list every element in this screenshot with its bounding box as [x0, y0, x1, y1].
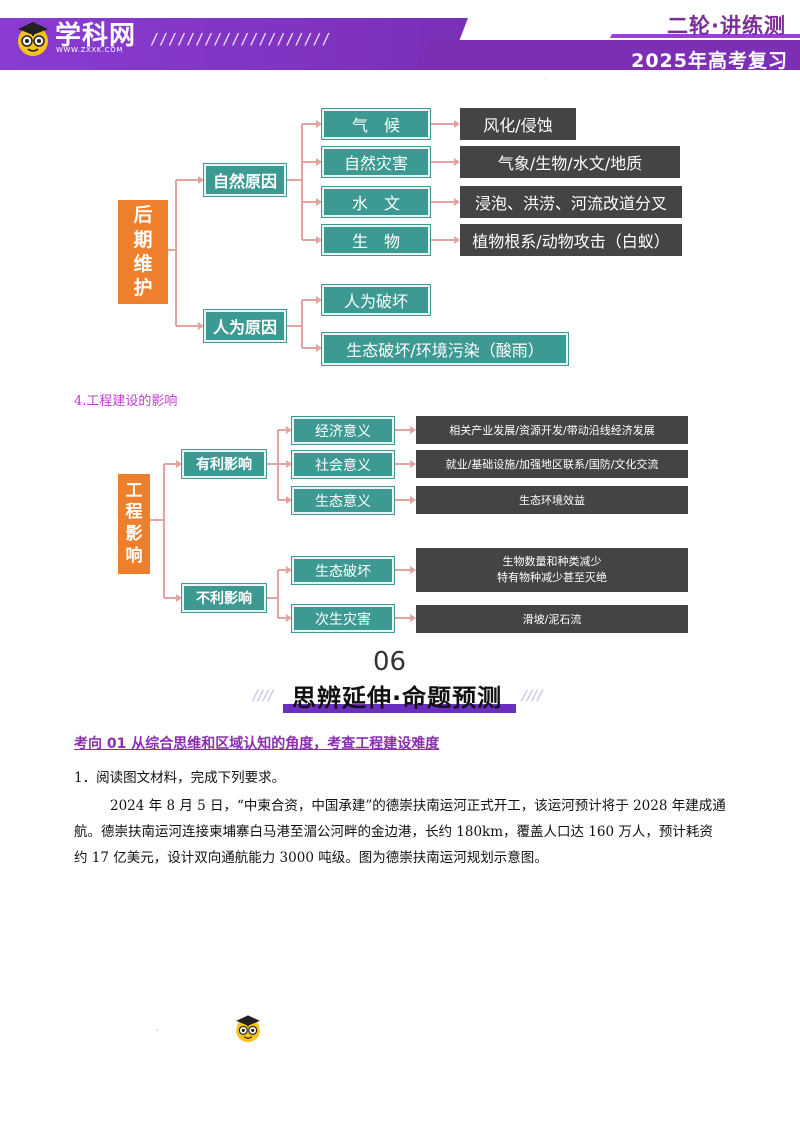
paragraph-line: 航。德崇扶南运河连接柬埔寨白马港至湄公河畔的金边港，长约 180km，覆盖人口达…: [74, 824, 713, 840]
header-title: 二轮·讲练测: [667, 14, 786, 38]
logo-url: WWW.ZXXK.COM: [56, 46, 124, 54]
branch-natural-causes: 自然原因: [204, 164, 286, 196]
root-maintenance: 后 期 维 护: [118, 200, 168, 304]
question-material: 2024 年 8 月 5 日，“中柬合资，中国承建”的德崇扶南运河正式开工，该运…: [74, 793, 734, 871]
banner-decoration-right: ////: [522, 688, 543, 704]
header-subtitle: 2025年高考复习: [631, 50, 788, 72]
detail-line: 特有物种减少甚至灭绝: [497, 571, 607, 584]
node-natural-disaster: 自然灾害: [322, 147, 430, 177]
section-number: 06: [373, 647, 407, 677]
detail-flooding: 浸泡、洪涝、河流改道分叉: [460, 186, 682, 218]
node-economic: 经济意义: [292, 417, 394, 444]
paragraph-line: 2024 年 8 月 5 日，“中柬合资，中国承建”的德崇扶南运河正式开工，该运…: [110, 798, 726, 814]
node-hydrology: 水 文: [322, 187, 430, 217]
header-banner-shape: [0, 18, 800, 70]
root-char: 后: [133, 204, 153, 227]
detail-social: 就业/基础设施/加强地区联系/国防/文化交流: [416, 450, 688, 478]
header-decoration: ////////////////////: [150, 30, 331, 48]
branch-human-causes: 人为原因: [204, 310, 286, 342]
node-biology: 生 物: [322, 225, 430, 255]
kaoxiang-heading: 考向 01 从综合思维和区域认知的角度，考查工程建设难度: [74, 736, 440, 752]
node-social: 社会意义: [292, 451, 394, 478]
diagram1-connectors: [168, 120, 460, 352]
root-char: 响: [125, 545, 143, 566]
node-ecological-damage: 生态破坏/环境污染（酸雨）: [322, 333, 568, 365]
root-char: 工: [125, 480, 143, 501]
paragraph-line: 约 17 亿美元，设计双向通航能力 3000 吨级。图为德崇扶南运河规划示意图。: [74, 850, 548, 866]
branch-positive-impact: 有利影响: [182, 450, 266, 478]
banner-underline: [283, 704, 516, 713]
section-title: 思辨延伸·命题预测: [292, 684, 503, 712]
scan-mark: ·: [156, 1027, 159, 1035]
banner-decoration-left: ////: [253, 688, 274, 704]
detail-landslide: 滑坡/泥石流: [416, 605, 688, 633]
root-char: 维: [133, 253, 153, 275]
engineering-impact-diagram: 工 程 影 响 有利影响 不利影响 经济意义 社会意义 生态意义 生态破坏 次生…: [118, 412, 690, 640]
logo-text: 学科网: [55, 21, 137, 51]
section-heading: 4.工程建设的影响: [74, 394, 178, 409]
node-climate: 气 候: [322, 109, 430, 139]
page-header: 学科网 WWW.ZXXK.COM //////////////////// 二轮…: [0, 0, 800, 76]
node-eco-damage: 生态破坏: [292, 557, 394, 584]
node-human-damage: 人为破坏: [322, 285, 430, 315]
detail-line: 生物数量和种类减少: [502, 554, 602, 568]
detail-ecological: 生态环境效益: [416, 486, 688, 514]
diagram2-connectors: [150, 426, 416, 622]
detail-economic: 相关产业发展/资源开发/带动沿线经济发展: [416, 416, 688, 444]
question-intro: 1．阅读图文材料，完成下列要求。: [74, 770, 286, 786]
node-secondary-disaster: 次生灾害: [292, 605, 394, 632]
root-char: 影: [125, 524, 143, 544]
branch-negative-impact: 不利影响: [182, 584, 266, 612]
mascot-logo-icon: [18, 22, 48, 56]
detail-disaster-types: 气象/生物/水文/地质: [460, 146, 680, 178]
mascot-icon: [236, 1015, 260, 1043]
maintenance-diagram: 后 期 维 护 自然原因 人为原因 气 候 自然灾害 水 文 生 物 人为破坏 …: [118, 100, 690, 372]
root-char: 护: [133, 277, 153, 300]
detail-eco-damage: 生物数量和种类减少 特有物种减少甚至灭绝: [416, 548, 688, 592]
detail-roots-animals: 植物根系/动物攻击（白蚁）: [460, 224, 682, 256]
root-char: 程: [125, 502, 143, 523]
scan-mark: ·: [545, 76, 547, 83]
detail-weathering: 风化/侵蚀: [460, 108, 576, 140]
node-ecological: 生态意义: [292, 487, 394, 514]
root-engineering-impact: 工 程 影 响: [118, 474, 150, 574]
root-char: 期: [133, 228, 153, 251]
